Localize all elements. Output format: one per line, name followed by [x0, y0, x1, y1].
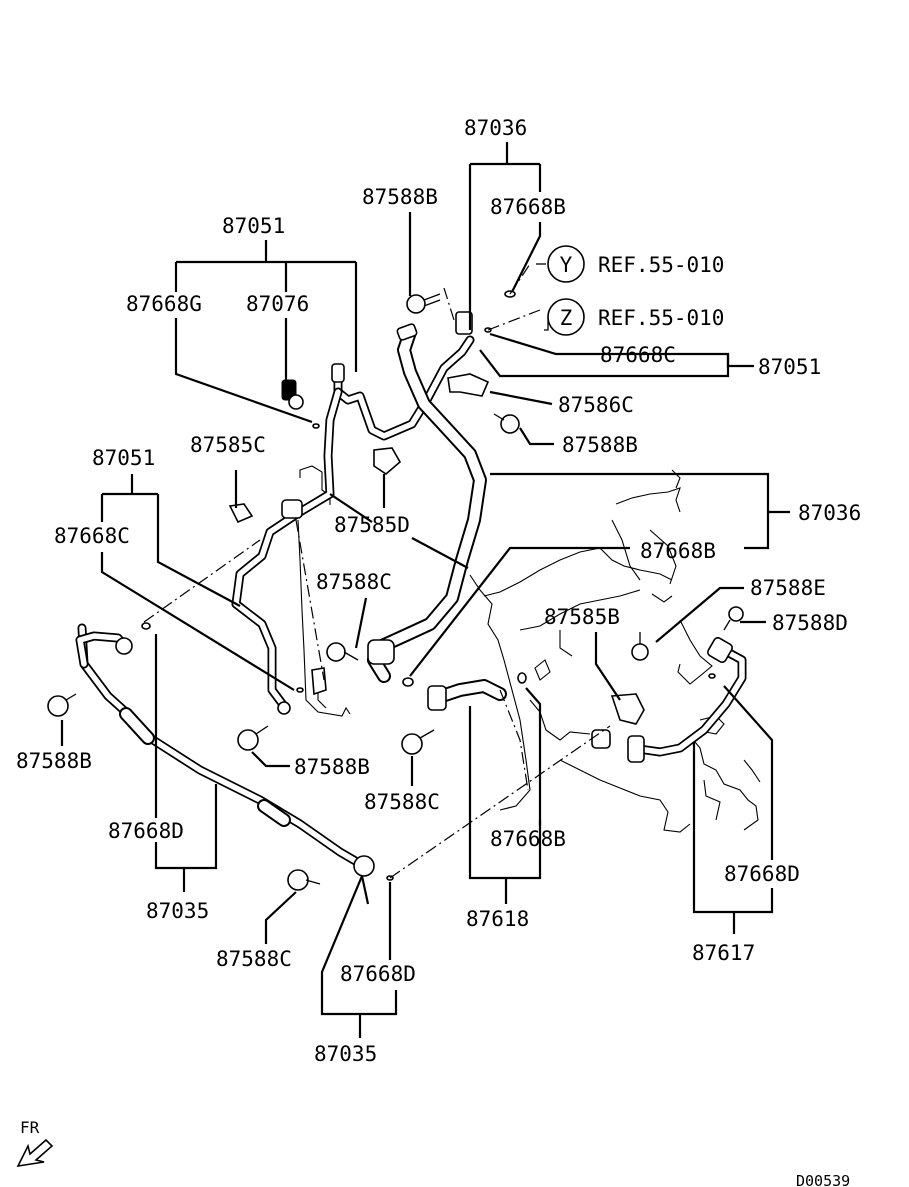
- label-87076: 87076: [246, 292, 309, 316]
- label-87617: 87617: [692, 941, 755, 965]
- label-87585B: 87585B: [544, 605, 620, 629]
- bolt-87588B-left: [47, 693, 77, 717]
- o-rings: [141, 290, 716, 881]
- diagram-id: D00539: [796, 1172, 850, 1187]
- front-direction-indicator: FR: [16, 1118, 54, 1168]
- bolts: [47, 293, 744, 891]
- label-87668C-right: 87668C: [600, 343, 676, 367]
- label-87588E: 87588E: [750, 576, 826, 600]
- ref-circle-y-letter: Y: [560, 253, 573, 277]
- fr-label: FR: [20, 1118, 40, 1137]
- label-87585C: 87585C: [190, 433, 266, 457]
- label-87668D-right: 87668D: [724, 862, 800, 886]
- label-87035-bottom: 87035: [314, 1042, 377, 1066]
- label-87668B-lower: 87668B: [490, 827, 566, 851]
- label-87588C-mid: 87588C: [316, 570, 392, 594]
- fr-arrow-icon: [16, 1138, 54, 1168]
- center-lines: [143, 263, 611, 879]
- bolt-87588D: [723, 606, 744, 631]
- bolt-87588C-mid: [326, 642, 359, 662]
- ref-callouts: Y REF.55-010 Z REF.55-010: [547, 245, 724, 336]
- label-87051-left: 87051: [92, 446, 155, 470]
- label-87588C-bottom: 87588C: [216, 947, 292, 971]
- label-87588B-right: 87588B: [562, 433, 638, 457]
- label-87035-left: 87035: [146, 899, 209, 923]
- bolt-87588B-top: [406, 293, 441, 314]
- part-labels: 87036 87588B 87668B 87051 87668G 87076 8…: [16, 116, 861, 1066]
- bolt-87588C-lower: [401, 729, 435, 755]
- label-87036-top: 87036: [464, 116, 527, 140]
- label-87051-right: 87051: [758, 355, 821, 379]
- label-87668D-left: 87668D: [108, 819, 184, 843]
- label-87588B-top: 87588B: [362, 185, 438, 209]
- engine-outline: [297, 465, 761, 833]
- label-87588C-lower: 87588C: [364, 790, 440, 814]
- ref-y-text: REF.55-010: [598, 253, 724, 277]
- bolt-87588B-right: [493, 413, 520, 434]
- fittings: [115, 311, 733, 877]
- label-87668B-top: 87668B: [490, 195, 566, 219]
- leader-lines: [60, 142, 790, 1038]
- label-87668G: 87668G: [126, 292, 202, 316]
- pipes: [75, 325, 747, 871]
- label-87051-top: 87051: [222, 214, 285, 238]
- label-87036-right: 87036: [798, 501, 861, 525]
- label-87588B-lower: 87588B: [294, 755, 370, 779]
- bolt-87588C-bottom: [287, 869, 321, 891]
- label-87668D-bottom: 87668D: [340, 962, 416, 986]
- ref-circle-y: [547, 245, 585, 283]
- label-87586C: 87586C: [558, 393, 634, 417]
- bolt-87588E: [631, 632, 649, 661]
- label-87585D: 87585D: [334, 513, 410, 537]
- ref-z-text: REF.55-010: [598, 306, 724, 330]
- label-87618: 87618: [466, 907, 529, 931]
- label-87668C-left: 87668C: [54, 524, 130, 548]
- ref-circle-z: [547, 298, 585, 336]
- label-87668B-mid: 87668B: [640, 539, 716, 563]
- ref-circle-z-letter: Z: [560, 306, 573, 330]
- label-87588B-left: 87588B: [16, 749, 92, 773]
- bolt-87588B-lower: [237, 725, 269, 751]
- label-87588D: 87588D: [772, 611, 848, 635]
